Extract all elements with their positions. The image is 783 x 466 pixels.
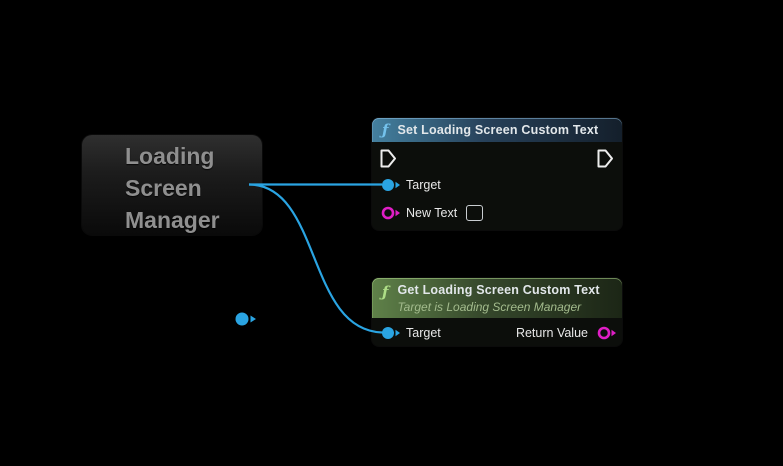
new-text-pin-row: New Text xyxy=(378,205,484,221)
node-get-loading-screen-custom-text[interactable]: ƒ Get Loading Screen Custom Text Target … xyxy=(372,278,622,346)
exec-in-pin-row xyxy=(380,149,397,168)
variable-title-line: Manager xyxy=(125,207,220,233)
wire-target-get[interactable] xyxy=(248,183,385,334)
new-text-value-input[interactable] xyxy=(466,205,484,221)
target-pin-row: Target xyxy=(378,325,441,341)
node-set-loading-screen-custom-text[interactable]: ƒ Set Loading Screen Custom Text Target xyxy=(372,118,622,230)
variable-node-title: Loading Screen Manager xyxy=(125,140,220,236)
exec-in-pin[interactable] xyxy=(380,149,397,168)
function-icon: ƒ xyxy=(382,283,389,301)
exec-out-pin-row xyxy=(597,149,614,168)
variable-title-line: Loading xyxy=(125,143,215,169)
target-input-pin[interactable] xyxy=(378,178,400,192)
object-output-pin[interactable] xyxy=(234,311,258,327)
get-node-subtitle: Target is Loading Screen Manager xyxy=(397,300,582,314)
target-input-pin[interactable] xyxy=(378,326,400,340)
variable-title-line: Screen xyxy=(125,175,202,201)
new-text-pin-label: New Text xyxy=(406,206,458,220)
target-pin-label: Target xyxy=(406,178,441,192)
get-node-title: Get Loading Screen Custom Text xyxy=(397,283,600,297)
get-node-header[interactable]: ƒ Get Loading Screen Custom Text Target … xyxy=(372,278,622,318)
target-pin-label: Target xyxy=(406,326,441,340)
exec-out-pin[interactable] xyxy=(597,149,614,168)
new-text-input-pin[interactable] xyxy=(378,206,400,220)
return-value-output-pin[interactable] xyxy=(594,326,616,340)
function-icon: ƒ xyxy=(382,121,389,139)
set-node-title: Set Loading Screen Custom Text xyxy=(397,123,599,137)
return-value-pin-row: Return Value xyxy=(516,325,616,341)
set-node-header[interactable]: ƒ Set Loading Screen Custom Text xyxy=(372,118,622,142)
return-value-pin-label: Return Value xyxy=(515,326,588,340)
target-pin-row: Target xyxy=(378,177,441,193)
variable-node-loading-screen-manager[interactable]: Loading Screen Manager xyxy=(82,135,262,326)
get-node-header-text: Get Loading Screen Custom Text Target is… xyxy=(397,281,599,315)
